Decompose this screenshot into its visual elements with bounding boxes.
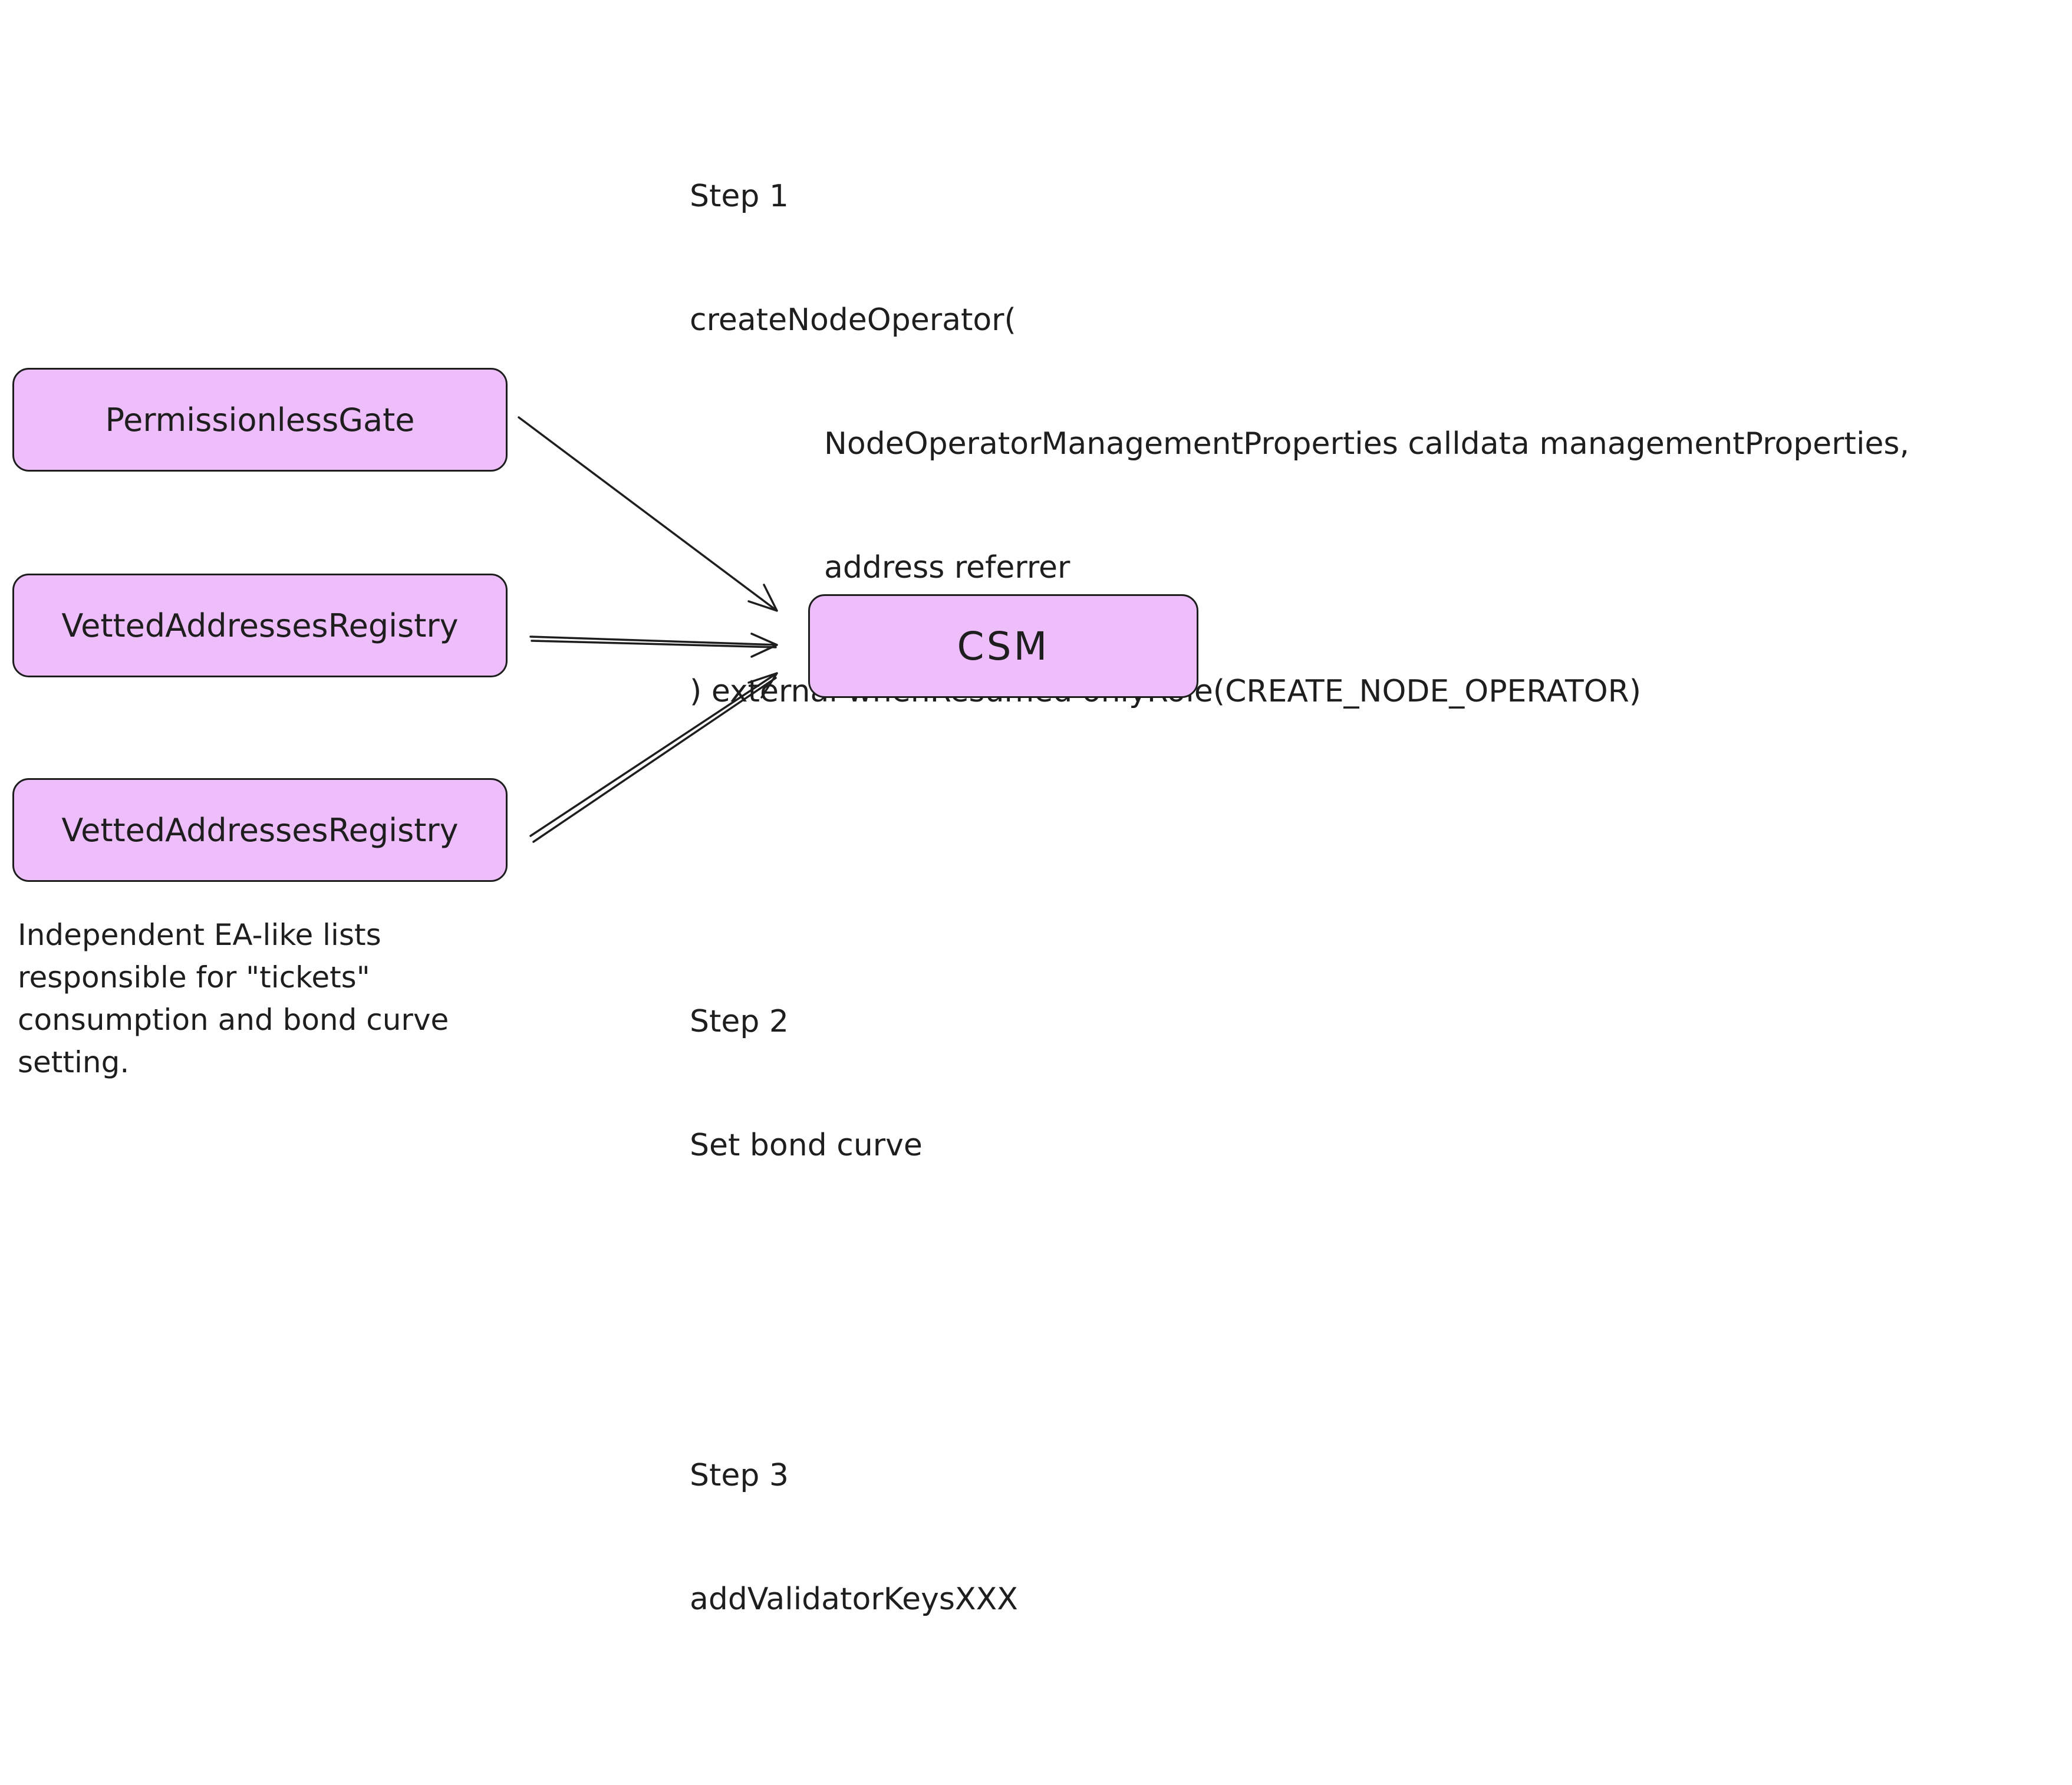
permissionless-gate-label: PermissionlessGate	[105, 401, 415, 439]
arrow-registry1-to-csm	[529, 633, 778, 658]
step-1-line-2: NodeOperatorManagementProperties calldat…	[824, 426, 1909, 462]
csm-label: CSM	[957, 623, 1050, 669]
vetted-registry-node-1: VettedAddressesRegistry	[12, 574, 508, 677]
registry-note: Independent EA-like lists responsible fo…	[18, 918, 449, 1079]
step-1-line-1: createNodeOperator(	[690, 302, 1016, 338]
vetted-registry-2-label: VettedAddressesRegistry	[61, 811, 459, 849]
connector-arrows	[518, 416, 778, 843]
step-2-line-1: Set bond curve	[690, 1128, 923, 1163]
arrow-registry2-to-csm	[529, 672, 778, 843]
step-1-line-3: address referrer	[824, 550, 1070, 585]
arrow-gate-to-csm	[518, 416, 778, 612]
permissionless-gate-node: PermissionlessGate	[12, 368, 508, 472]
step-1-title: Step 1	[690, 179, 789, 214]
vetted-registry-node-2: VettedAddressesRegistry	[12, 778, 508, 882]
step-3: Step 3 addValidatorKeysXXX	[690, 1372, 1909, 1702]
step-2-title: Step 2	[690, 1004, 789, 1039]
csm-node: CSM	[808, 594, 1198, 698]
vetted-registry-1-label: VettedAddressesRegistry	[61, 607, 459, 644]
step-3-line-1: addValidatorKeysXXX	[690, 1582, 1018, 1617]
step-3-title: Step 3	[690, 1458, 789, 1493]
